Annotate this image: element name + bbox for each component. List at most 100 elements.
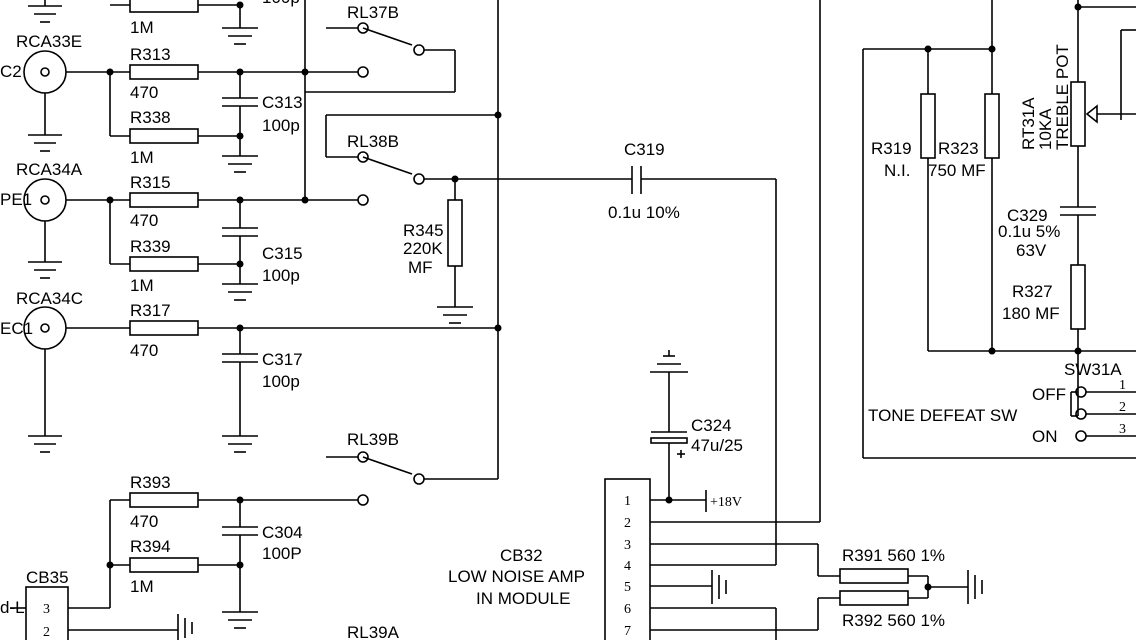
jack-pe1-label: PE1 — [0, 190, 32, 209]
r345-value-2: MF — [408, 258, 433, 277]
r327-value: 180 MF — [1002, 304, 1060, 323]
rca34c-label: RCA34C — [16, 289, 83, 308]
r394-value: 1M — [130, 577, 154, 596]
rt31a-desc-group: TREBLE POT — [1053, 44, 1072, 150]
c324-value: 47u/25 — [691, 436, 743, 455]
r338-label: R338 — [130, 108, 171, 127]
cb32-label: CB32 — [500, 546, 543, 565]
r323-label: R323 — [938, 139, 979, 158]
r313-resistor — [106, 64, 369, 80]
r339-value: 1M — [130, 276, 154, 295]
c315-capacitor — [222, 200, 258, 301]
r317-value: 470 — [130, 341, 158, 360]
cb35-wire-label: d-L — [0, 598, 25, 617]
r392-label: R392 560 1% — [842, 611, 945, 630]
c315-label: C315 — [262, 244, 303, 263]
rt31a-labels: RT31A — [1019, 97, 1038, 150]
c304-capacitor — [222, 500, 258, 629]
ground-symbol — [28, 0, 62, 23]
cb32-pin-5: 5 — [624, 580, 631, 595]
r345-value-1: 220K — [403, 239, 443, 258]
r315-label: R315 — [130, 173, 171, 192]
cb35-label: CB35 — [26, 568, 69, 587]
cb32-pin-1: 1 — [624, 494, 631, 509]
cb32-pin-4: 4 — [624, 559, 631, 574]
tone-network — [862, 0, 1136, 459]
r327-label: R327 — [1012, 282, 1053, 301]
sw-off-label: OFF — [1032, 385, 1066, 404]
sw-pin-2: 2 — [1119, 400, 1126, 415]
r345-resistor — [437, 179, 473, 324]
cb32-desc-1: LOW NOISE AMP — [448, 567, 585, 586]
rl37b-label: RL37B — [347, 3, 399, 22]
top-resistor-value: 1M — [130, 18, 154, 37]
cb32-pin-2: 2 — [624, 516, 631, 531]
r313-label: R313 — [130, 45, 171, 64]
rca34a-label: RCA34A — [16, 160, 83, 179]
r345-label: R345 — [403, 221, 444, 240]
c313-label: C313 — [262, 93, 303, 112]
sw31a-switch — [1070, 351, 1136, 442]
r317-resistor — [129, 320, 498, 336]
rt31a-label: RT31A — [1019, 97, 1038, 150]
rl37b-relay — [305, 22, 456, 93]
rl39b-label: RL39B — [347, 430, 399, 449]
cb32-pin-7: 7 — [624, 624, 631, 639]
c313-value: 100p — [262, 116, 300, 135]
cb32-pin-3: 3 — [624, 538, 631, 553]
jack-ec1-label: EC1 — [0, 319, 33, 338]
top-resistor — [110, 0, 258, 45]
rl39a-label: RL39A — [347, 623, 400, 640]
rca33e-label: RCA33E — [16, 32, 82, 51]
rl38b-label: RL38B — [347, 132, 399, 151]
r319-label: R319 — [871, 139, 912, 158]
r313-value: 470 — [130, 83, 158, 102]
cb35-pin-3: 3 — [43, 602, 50, 617]
c304-value: 100P — [262, 544, 302, 563]
cb35-pin-2: 2 — [43, 625, 50, 640]
rt31a-value: 10KA — [1036, 108, 1055, 150]
tone-defeat-label: TONE DEFEAT SW — [868, 406, 1017, 425]
r391-r392-resistors — [839, 568, 983, 606]
r315-resistor — [106, 192, 369, 208]
c317-value: 100p — [262, 372, 300, 391]
sw-pin-1: 1 — [1119, 378, 1126, 393]
r394-resistor — [106, 557, 244, 573]
rl39b-relay — [240, 451, 498, 506]
c329-value-2: 63V — [1016, 241, 1047, 260]
c315-value: 100p — [262, 266, 300, 285]
r338-value: 1M — [130, 148, 154, 167]
rl38b-relay — [325, 114, 632, 185]
c329-value-1: 0.1u 5% — [998, 222, 1060, 241]
cb32-desc-2: IN MODULE — [476, 589, 570, 608]
sw31a-label: SW31A — [1064, 360, 1122, 379]
sw-on-label: ON — [1032, 427, 1058, 446]
c324-capacitor — [650, 350, 707, 512]
c319-label: C319 — [624, 140, 665, 159]
rt31a-value-group: 10KA — [1036, 108, 1055, 150]
cb32-pin-6: 6 — [624, 602, 631, 617]
c313-capacitor — [222, 72, 258, 173]
r391-label: R391 560 1% — [842, 546, 945, 565]
rca34c-jack — [23, 306, 130, 453]
r323-value: 750 MF — [928, 161, 986, 180]
c329-label: C329 — [1007, 206, 1048, 225]
plus-18v-label: +18V — [710, 495, 742, 510]
r393-label: R393 — [130, 473, 171, 492]
c317-capacitor — [222, 328, 258, 453]
r393-value: 470 — [130, 512, 158, 531]
r339-label: R339 — [130, 237, 171, 256]
rt31a-desc: TREBLE POT — [1053, 44, 1072, 150]
cb35-connector — [10, 586, 193, 640]
jack-c2-label: C2 — [0, 62, 22, 81]
r394-label: R394 — [130, 537, 171, 556]
rca34a-jack — [23, 178, 110, 279]
c317-label: C317 — [262, 350, 303, 369]
r317-label: R317 — [130, 301, 171, 320]
sw-pin-3: 3 — [1119, 422, 1126, 437]
c319-value: 0.1u 10% — [608, 203, 680, 222]
rca33e-jack — [23, 50, 110, 152]
r338-resistor — [109, 72, 244, 144]
c319-capacitor — [631, 166, 777, 565]
